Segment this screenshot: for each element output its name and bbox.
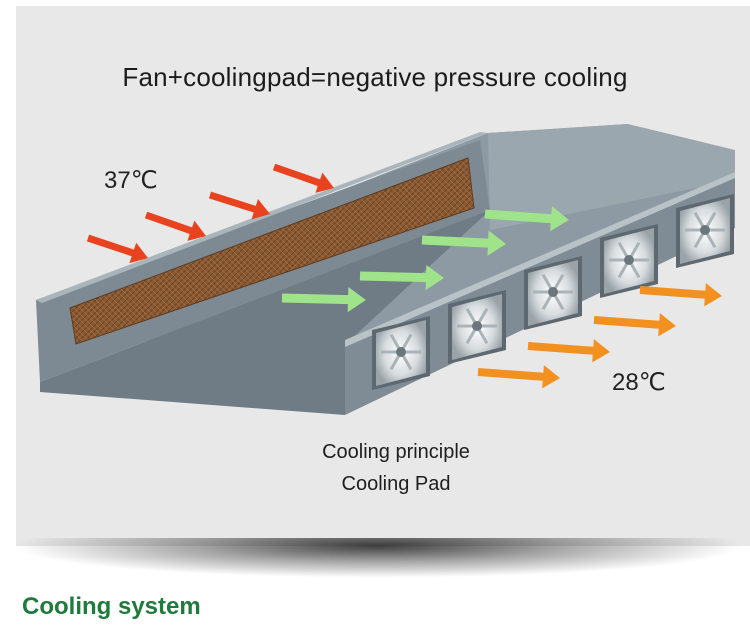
panel-shadow (10, 538, 745, 578)
fan-3 (524, 256, 582, 330)
exhaust-arrow-3 (593, 313, 676, 337)
exhaust-air-arrows (477, 283, 722, 389)
fan-1 (372, 316, 430, 390)
fan-5 (676, 194, 734, 268)
wall-top-edge (36, 132, 488, 303)
hot-air-arrow-1 (86, 234, 148, 264)
cool-air-arrow-2 (359, 264, 444, 291)
cool-air-arrow-1 (281, 286, 366, 313)
housing-base (40, 210, 490, 415)
hot-air-arrow-3 (208, 191, 271, 220)
hot-air-arrows (86, 163, 334, 264)
housing-back-wall (488, 124, 735, 230)
cool-air-arrows (281, 206, 569, 313)
cool-air-arrow-3 (421, 230, 507, 256)
hot-air-arrow-4 (272, 163, 334, 193)
diagram-title: Fan+coolingpad=negative pressure cooling (122, 62, 628, 92)
exhaust-fans (372, 194, 734, 390)
cooling-pad (69, 157, 475, 345)
exhaust-arrow-2 (527, 339, 610, 363)
inlet-temperature-label: 37℃ (104, 167, 158, 194)
caption-line-2: Cooling Pad (341, 473, 451, 495)
fan-wall-edge (345, 172, 735, 347)
caption-line-1: Cooling principle (322, 441, 470, 463)
exhaust-arrow-1 (477, 365, 560, 389)
cool-air-arrow-4 (484, 206, 569, 232)
section-title: Cooling system (22, 593, 201, 620)
exhaust-arrow-4 (639, 283, 722, 307)
hot-air-arrow-2 (144, 211, 206, 241)
fan-2 (448, 290, 506, 364)
outlet-temperature-label: 28℃ (612, 369, 666, 396)
fan-4 (600, 224, 658, 298)
